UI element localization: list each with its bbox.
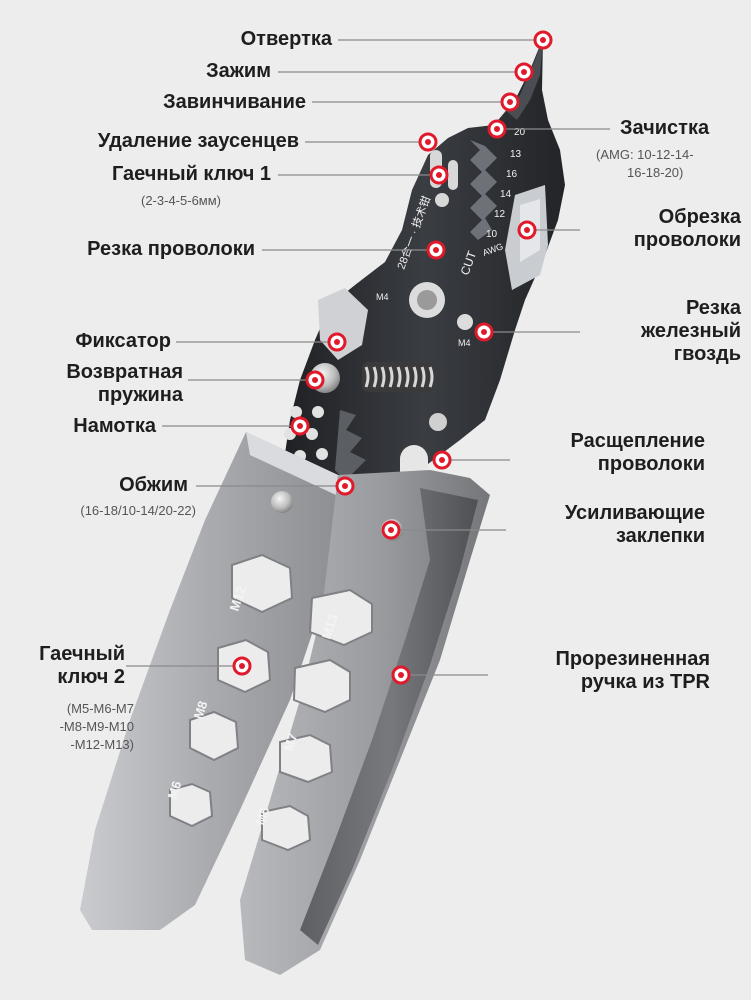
leader-lines	[126, 39, 610, 676]
callout-dot	[432, 450, 452, 470]
label-clamp: Зажим	[206, 60, 271, 82]
callout-dot	[426, 240, 446, 260]
label-nail-3: гвоздь	[673, 343, 741, 365]
hex-size-label: M13	[319, 612, 341, 641]
hex-size-labels: M12 M13 M8 M7 M6 M5	[165, 584, 341, 827]
label-spring-1: Возвратная	[66, 361, 183, 383]
label-wrench2-1: Гаечный	[39, 643, 125, 665]
label-splitting-2: проволоки	[597, 453, 705, 475]
callout-dots	[232, 30, 553, 685]
hex-openings-left	[169, 553, 294, 828]
label-handle-2: ручка из TPR	[580, 671, 710, 693]
label-rivets-2: заклепки	[615, 525, 705, 547]
label-deburring: Удаление заусенцев	[97, 130, 299, 152]
awg-mark: 10	[486, 229, 498, 240]
callout-dot	[335, 476, 355, 496]
label-cutting-2: проволоки	[633, 229, 741, 251]
awg-mark: 16	[506, 169, 518, 180]
callout-dot	[514, 62, 534, 82]
hex-size-label: M6	[165, 779, 185, 801]
callout-dot	[418, 132, 438, 152]
jaw-body	[284, 38, 565, 500]
hex-openings-right	[261, 588, 373, 852]
awg-mark: 13	[510, 149, 522, 160]
label-lock: Фиксатор	[75, 330, 171, 352]
label-winding: Намотка	[73, 415, 156, 437]
label-wrench2-sizes-3: -M12-M13)	[70, 737, 134, 752]
nail-cut-hole	[457, 314, 473, 330]
callout-dot	[381, 520, 401, 540]
rubber-grip	[300, 488, 478, 945]
hex-size-label: M5	[253, 805, 273, 827]
label-spring-2: пружина	[97, 384, 183, 406]
callout-dot	[517, 220, 537, 240]
callout-dot	[533, 30, 553, 50]
callout-dot	[290, 416, 310, 436]
label-rivets-1: Усиливающие	[564, 502, 705, 524]
callout-dot	[487, 119, 507, 139]
m4-right-mark: M4	[458, 338, 471, 348]
screwdriver-tip	[505, 38, 543, 120]
label-screwdriver: Отвертка	[240, 28, 332, 50]
label-stripping-sizes-1: (AMG: 10-12-14-	[596, 147, 694, 162]
awg-mark: 20	[514, 127, 526, 138]
callout-dot	[429, 165, 449, 185]
label-splitting-1: Расщепление	[570, 430, 705, 452]
hex-size-label: M12	[227, 584, 249, 613]
callout-dot	[305, 370, 325, 390]
callout-dot	[500, 92, 520, 112]
hex-size-label: M8	[191, 699, 211, 721]
label-screwing: Завинчивание	[163, 91, 306, 113]
label-nail-2: железный	[641, 320, 741, 342]
label-wire-cutting: Резка проволоки	[87, 238, 255, 260]
label-stripping-sizes-2: 16-18-20)	[627, 165, 684, 180]
label-handle-1: Прорезиненная	[555, 648, 710, 670]
right-handle	[240, 470, 490, 975]
m4-left-mark: M4	[376, 292, 389, 302]
label-crimp: Обжим	[119, 474, 188, 496]
awg-mark: 14	[500, 189, 512, 200]
left-handle	[80, 432, 338, 930]
callout-dot	[232, 656, 252, 676]
callout-dot	[391, 665, 411, 685]
label-cutting-1: Обрезка	[658, 206, 741, 228]
callout-dot	[327, 332, 347, 352]
crimp-serration	[335, 410, 368, 495]
handle-rivet	[271, 491, 293, 513]
hex-size-label: M7	[281, 731, 301, 753]
return-spring	[362, 362, 434, 392]
label-wrench2-sizes-1: (M5-M6-M7	[66, 701, 134, 716]
label-wrench1: Гаечный ключ 1	[111, 163, 271, 185]
tool-head	[284, 38, 565, 500]
label-stripping: Зачистка	[620, 117, 710, 139]
label-wrench1-sizes: (2-3-4-5-6мм)	[141, 193, 221, 208]
stripping-teeth	[470, 140, 497, 240]
label-crimp-sizes: (16-18/10-14/20-22)	[80, 503, 196, 518]
label-nail-1: Резка	[685, 297, 741, 319]
awg-mark: 12	[494, 209, 506, 220]
label-wrench2-sizes-2: -M8-M9-M10	[59, 719, 134, 734]
callout-dot	[474, 322, 494, 342]
label-wrench2-2: ключ 2	[57, 666, 125, 688]
